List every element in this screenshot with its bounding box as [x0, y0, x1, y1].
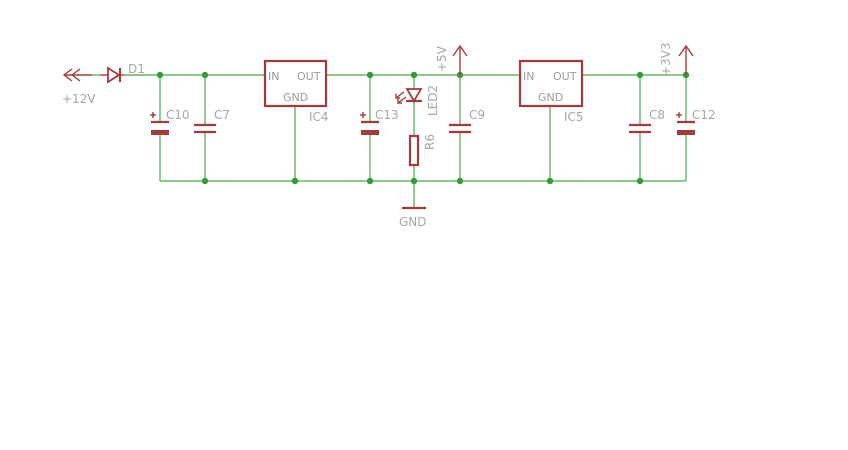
junction-dot [156, 71, 164, 79]
capacitor-c10-icon [150, 112, 169, 135]
junction-dot [546, 177, 554, 185]
junction-dots [156, 71, 690, 185]
junction-dot [636, 71, 644, 79]
r6-label: R6 [423, 134, 437, 150]
junction-dot [291, 177, 299, 185]
resistor-r6-icon [408, 134, 420, 167]
v33-label: +3V3 [659, 42, 673, 76]
c12-label: C12 [692, 108, 716, 122]
vin-label: +12V [62, 92, 96, 106]
junction-dot [636, 177, 644, 185]
capacitor-c12-icon [676, 112, 695, 135]
capacitor-c9-icon [449, 123, 471, 134]
led-icon [395, 88, 423, 104]
ic4-label: IC4 [309, 110, 329, 124]
diode-d1-icon [100, 66, 124, 84]
junction-dot [456, 177, 464, 185]
gnd-label: GND [399, 215, 427, 229]
c8-label: C8 [649, 108, 665, 122]
ic4-out-pin: OUT [297, 70, 321, 83]
junction-dot [410, 177, 418, 185]
v5-label: +5V [435, 45, 449, 72]
ic4-in-pin: IN [268, 70, 279, 83]
d1-label: D1 [128, 62, 145, 76]
junction-dot [366, 177, 374, 185]
c9-label: C9 [469, 108, 485, 122]
junction-dot [366, 71, 374, 79]
c10-label: C10 [166, 108, 190, 122]
supply-arrow-icon [678, 44, 694, 75]
wires [92, 74, 688, 207]
c13-label: C13 [375, 108, 399, 122]
ic4-gnd-pin: GND [283, 91, 308, 104]
led2-label: LED2 [426, 85, 440, 116]
c7-label: C7 [214, 108, 230, 122]
capacitor-c7-icon [194, 123, 216, 134]
regulator-ic4: IN OUT GND [263, 59, 328, 108]
regulator-ic5: IN OUT GND [518, 59, 584, 108]
capacitor-c13-icon [360, 112, 379, 135]
capacitor-c8-icon [629, 123, 651, 134]
vin-connector-icon [62, 68, 92, 82]
junction-dot [201, 71, 209, 79]
junction-dot [201, 177, 209, 185]
ic5-label: IC5 [564, 110, 584, 124]
supply-arrow-icon [452, 44, 468, 75]
ic5-in-pin: IN [523, 70, 534, 83]
ic5-gnd-pin: GND [538, 91, 563, 104]
junction-dot [410, 71, 418, 79]
ic5-out-pin: OUT [553, 70, 577, 83]
